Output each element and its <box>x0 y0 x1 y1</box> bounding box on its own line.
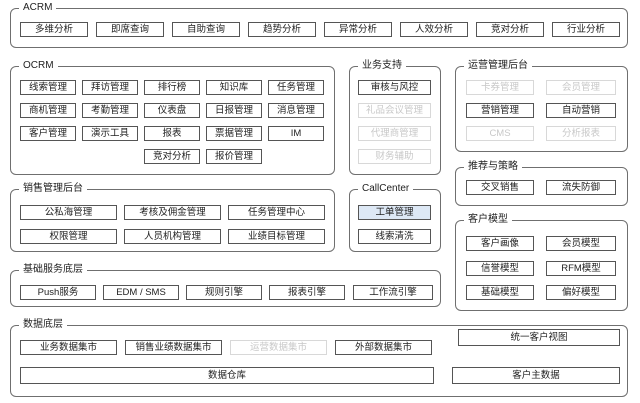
acrm-title: ACRM <box>19 1 57 15</box>
auto-marketing[interactable]: 自动营销 <box>546 103 616 118</box>
acrm-item-industry-analysis[interactable]: 行业分析 <box>552 22 620 37</box>
base-model[interactable]: 基础模型 <box>466 285 534 300</box>
acrm-item-adhoc-query[interactable]: 即席查询 <box>96 22 164 37</box>
finance-assist: 财务辅助 <box>358 149 431 164</box>
ocrm-im[interactable]: IM <box>268 126 324 141</box>
ocrm-competitor-analysis[interactable]: 竞对分析 <box>144 149 200 164</box>
ocrm-lead-management[interactable]: 线索管理 <box>20 80 76 95</box>
base-service-group: 基础服务底层 <box>10 263 441 307</box>
cross-selling[interactable]: 交叉销售 <box>466 180 534 195</box>
ocrm-task-management[interactable]: 任务管理 <box>268 80 324 95</box>
ocrm-knowledge-base[interactable]: 知识库 <box>206 80 262 95</box>
customer-model-title: 客户模型 <box>464 213 512 227</box>
business-support-group: 业务支持 <box>349 59 441 175</box>
acrm-item-self-service-query[interactable]: 自助查询 <box>172 22 240 37</box>
ocrm-leaderboard[interactable]: 排行榜 <box>144 80 200 95</box>
customer-master-data[interactable]: 客户主数据 <box>452 367 620 384</box>
agent-management: 代理商管理 <box>358 126 431 141</box>
ocrm-customer-management[interactable]: 客户管理 <box>20 126 76 141</box>
analysis-reports: 分析报表 <box>546 126 616 141</box>
ops-backend-group: 运营管理后台 <box>455 59 628 152</box>
base-service-title: 基础服务底层 <box>19 263 87 277</box>
gift-meeting-management: 礼品会议管理 <box>358 103 431 118</box>
data-warehouse[interactable]: 数据仓库 <box>20 367 434 384</box>
acrm-item-multidimensional-analysis[interactable]: 多维分析 <box>20 22 88 37</box>
task-management-center[interactable]: 任务管理中心 <box>228 205 325 220</box>
acrm-item-trend-analysis[interactable]: 趋势分析 <box>248 22 316 37</box>
customer-portrait[interactable]: 客户画像 <box>466 236 534 251</box>
rfm-model[interactable]: RFM模型 <box>546 261 616 276</box>
ocrm-opportunity-management[interactable]: 商机管理 <box>20 103 76 118</box>
callcenter-group: CallCenter <box>349 182 441 252</box>
credit-model[interactable]: 信誉模型 <box>466 261 534 276</box>
ocrm-demo-tools[interactable]: 演示工具 <box>82 126 138 141</box>
staff-org-management[interactable]: 人员机构管理 <box>124 229 221 244</box>
cms: CMS <box>466 126 534 141</box>
ocrm-attendance-management[interactable]: 考勤管理 <box>82 103 138 118</box>
assessment-commission-management[interactable]: 考核及佣金管理 <box>124 205 221 220</box>
business-data-mart[interactable]: 业务数据集市 <box>20 340 117 355</box>
public-private-pool-management[interactable]: 公私海管理 <box>20 205 117 220</box>
preference-model[interactable]: 偏好模型 <box>546 285 616 300</box>
customer-model-group: 客户模型 <box>455 213 628 311</box>
member-management: 会员管理 <box>546 80 616 95</box>
rule-engine[interactable]: 规则引擎 <box>186 285 262 300</box>
sales-backend-title: 销售管理后台 <box>19 182 87 196</box>
acrm-group: ACRM <box>10 1 628 48</box>
ocrm-message-management[interactable]: 消息管理 <box>268 103 324 118</box>
ocrm-daily-report-management[interactable]: 日报管理 <box>206 103 262 118</box>
coupon-management: 卡券管理 <box>466 80 534 95</box>
recommend-title: 推荐与策略 <box>464 160 522 174</box>
recommend-group: 推荐与策略 <box>455 160 628 206</box>
marketing-management[interactable]: 营销管理 <box>466 103 534 118</box>
external-data-mart[interactable]: 外部数据集市 <box>335 340 432 355</box>
data-layer-group: 数据底层 <box>10 318 628 397</box>
lead-cleansing[interactable]: 线索清洗 <box>358 229 431 244</box>
ocrm-reports[interactable]: 报表 <box>144 126 200 141</box>
callcenter-title: CallCenter <box>358 182 414 196</box>
unified-customer-view[interactable]: 统一客户视图 <box>458 329 620 346</box>
ocrm-title: OCRM <box>19 59 58 73</box>
report-engine[interactable]: 报表引擎 <box>269 285 345 300</box>
ocrm-group: OCRM <box>10 59 335 175</box>
ops-backend-title: 运营管理后台 <box>464 59 532 73</box>
ocrm-dashboard[interactable]: 仪表盘 <box>144 103 200 118</box>
business-support-title: 业务支持 <box>358 59 406 73</box>
sales-backend-group: 销售管理后台 <box>10 182 335 252</box>
push-service[interactable]: Push服务 <box>20 285 96 300</box>
operations-data-mart: 运营数据集市 <box>230 340 327 355</box>
sales-performance-data-mart[interactable]: 销售业绩数据集市 <box>125 340 222 355</box>
performance-target-management[interactable]: 业绩目标管理 <box>228 229 325 244</box>
acrm-item-competitor-analysis[interactable]: 竞对分析 <box>476 22 544 37</box>
ocrm-quote-management[interactable]: 报价管理 <box>206 149 262 164</box>
acrm-item-anomaly-analysis[interactable]: 异常分析 <box>324 22 392 37</box>
permission-management[interactable]: 权限管理 <box>20 229 117 244</box>
ocrm-invoice-management[interactable]: 票据管理 <box>206 126 262 141</box>
ocrm-visit-management[interactable]: 拜访管理 <box>82 80 138 95</box>
acrm-item-efficiency-analysis[interactable]: 人效分析 <box>400 22 468 37</box>
data-layer-title: 数据底层 <box>19 318 67 332</box>
workflow-engine[interactable]: 工作流引擎 <box>353 285 433 300</box>
membership-model[interactable]: 会员模型 <box>546 236 616 251</box>
churn-prevention[interactable]: 流失防御 <box>546 180 616 195</box>
ticket-management[interactable]: 工单管理 <box>358 205 431 220</box>
edm-sms-service[interactable]: EDM / SMS <box>103 285 179 300</box>
audit-risk-control[interactable]: 审核与风控 <box>358 80 431 95</box>
